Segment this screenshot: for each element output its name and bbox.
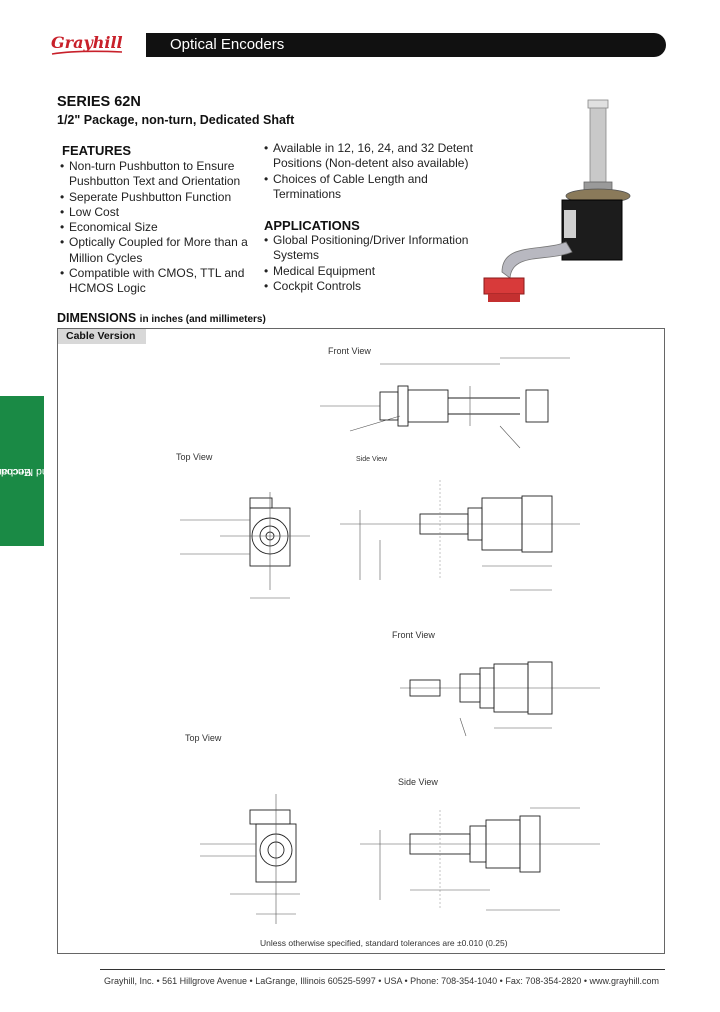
dimensions-frame xyxy=(57,328,665,954)
encoder-product-image xyxy=(483,99,631,302)
section-title: Optical Encoders xyxy=(170,36,285,53)
top-view-label: Top View xyxy=(176,452,213,462)
list-item: Medical Equipment xyxy=(264,264,494,280)
dimensions-heading: DIMENSIONS in inches (and millimeters) xyxy=(57,311,266,325)
applications-heading: APPLICATIONS xyxy=(264,218,360,233)
features-list: Non-turn Pushbutton to Ensure Pushbutton… xyxy=(60,159,260,297)
cable-version-label: Cable Version xyxy=(66,330,136,342)
logo-text: Grayhill xyxy=(51,33,123,52)
list-item: Economical Size xyxy=(60,220,260,236)
top-view-label: Top View xyxy=(185,733,222,743)
top-view-drawing-1 xyxy=(180,492,310,599)
applications-list: Global Positioning/Driver Information Sy… xyxy=(264,233,494,294)
list-item: Choices of Cable Length and Terminations xyxy=(264,172,494,203)
page-title: SERIES 62N xyxy=(57,94,141,110)
top-view-drawing-2 xyxy=(200,794,300,924)
list-item: Cockpit Controls xyxy=(264,279,494,295)
list-item: Low Cost xyxy=(60,205,260,221)
footer-contact: Grayhill, Inc. • 561 Hillgrove Avenue • … xyxy=(104,976,660,986)
front-view-label: Front View xyxy=(392,630,435,640)
side-view-label: Side View xyxy=(356,456,388,463)
side-view-drawing-2 xyxy=(360,807,600,911)
front-view-label: Front View xyxy=(328,346,371,356)
features-heading: FEATURES xyxy=(62,143,132,158)
list-item: Compatible with CMOS, TTL and HCMOS Logi… xyxy=(60,266,260,297)
side-tab-label: Optical and MechanicalEncoders xyxy=(0,465,90,478)
list-item: Global Positioning/Driver Information Sy… xyxy=(264,233,494,264)
list-item: Seperate Pushbutton Function xyxy=(60,190,260,206)
tolerance-note: Unless otherwise specified, standard tol… xyxy=(260,938,508,948)
front-view-drawing-2 xyxy=(400,661,600,737)
front-view-drawing-1 xyxy=(320,357,570,449)
side-view-drawing-1 xyxy=(340,480,580,591)
grayhill-logo: Grayhill xyxy=(51,33,123,55)
list-item: Non-turn Pushbutton to Ensure Pushbutton… xyxy=(60,159,260,190)
cable-version-tab xyxy=(58,329,146,344)
side-tab xyxy=(0,396,44,546)
side-view-label: Side View xyxy=(398,777,438,787)
header-bar xyxy=(146,33,666,57)
features-list-right: Available in 12, 16, 24, and 32 Detent P… xyxy=(264,141,494,202)
list-item: Available in 12, 16, 24, and 32 Detent P… xyxy=(264,141,494,172)
page-subtitle: 1/2" Package, non-turn, Dedicated Shaft xyxy=(57,113,295,127)
footer-divider xyxy=(100,969,665,970)
list-item: Optically Coupled for More than a Millio… xyxy=(60,235,260,266)
